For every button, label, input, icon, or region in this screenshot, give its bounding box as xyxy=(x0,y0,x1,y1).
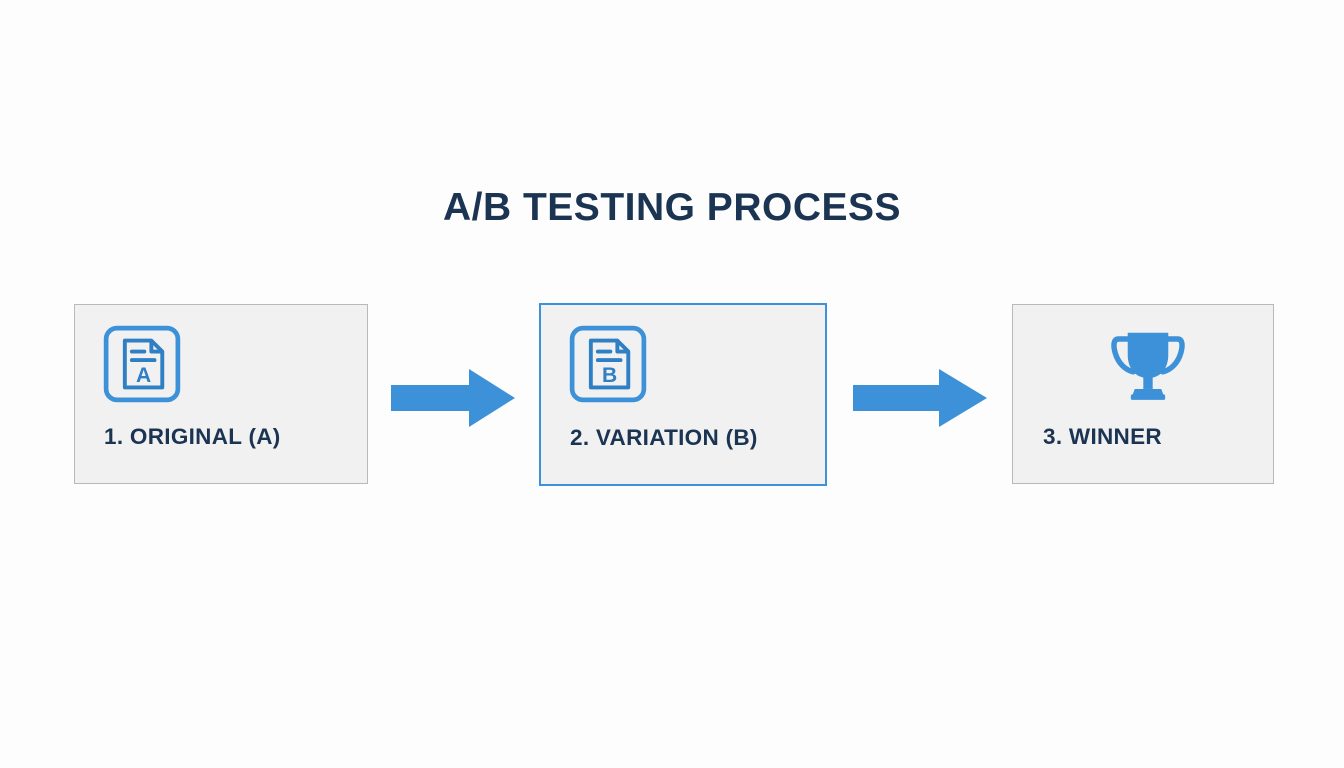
arrow-right-icon xyxy=(391,369,515,427)
arrow-right-icon xyxy=(853,369,987,427)
step-card-label-winner: 3. WINNER xyxy=(1043,424,1162,449)
page-title: A/B TESTING PROCESS xyxy=(442,186,902,229)
trophy-icon xyxy=(1108,325,1188,403)
step-card-winner[interactable]: 3. WINNER xyxy=(1012,304,1274,484)
svg-text:A: A xyxy=(136,364,151,387)
step-card-variation[interactable]: B 2. VARIATION (B) xyxy=(539,303,827,486)
svg-text:B: B xyxy=(602,364,617,387)
step-card-label-original: 1. ORIGINAL (A) xyxy=(104,424,281,449)
document-b-icon: B xyxy=(569,325,647,403)
document-a-icon: A xyxy=(103,325,181,403)
step-card-original[interactable]: A 1. ORIGINAL (A) xyxy=(74,304,368,484)
step-card-label-variation: 2. VARIATION (B) xyxy=(570,425,758,450)
